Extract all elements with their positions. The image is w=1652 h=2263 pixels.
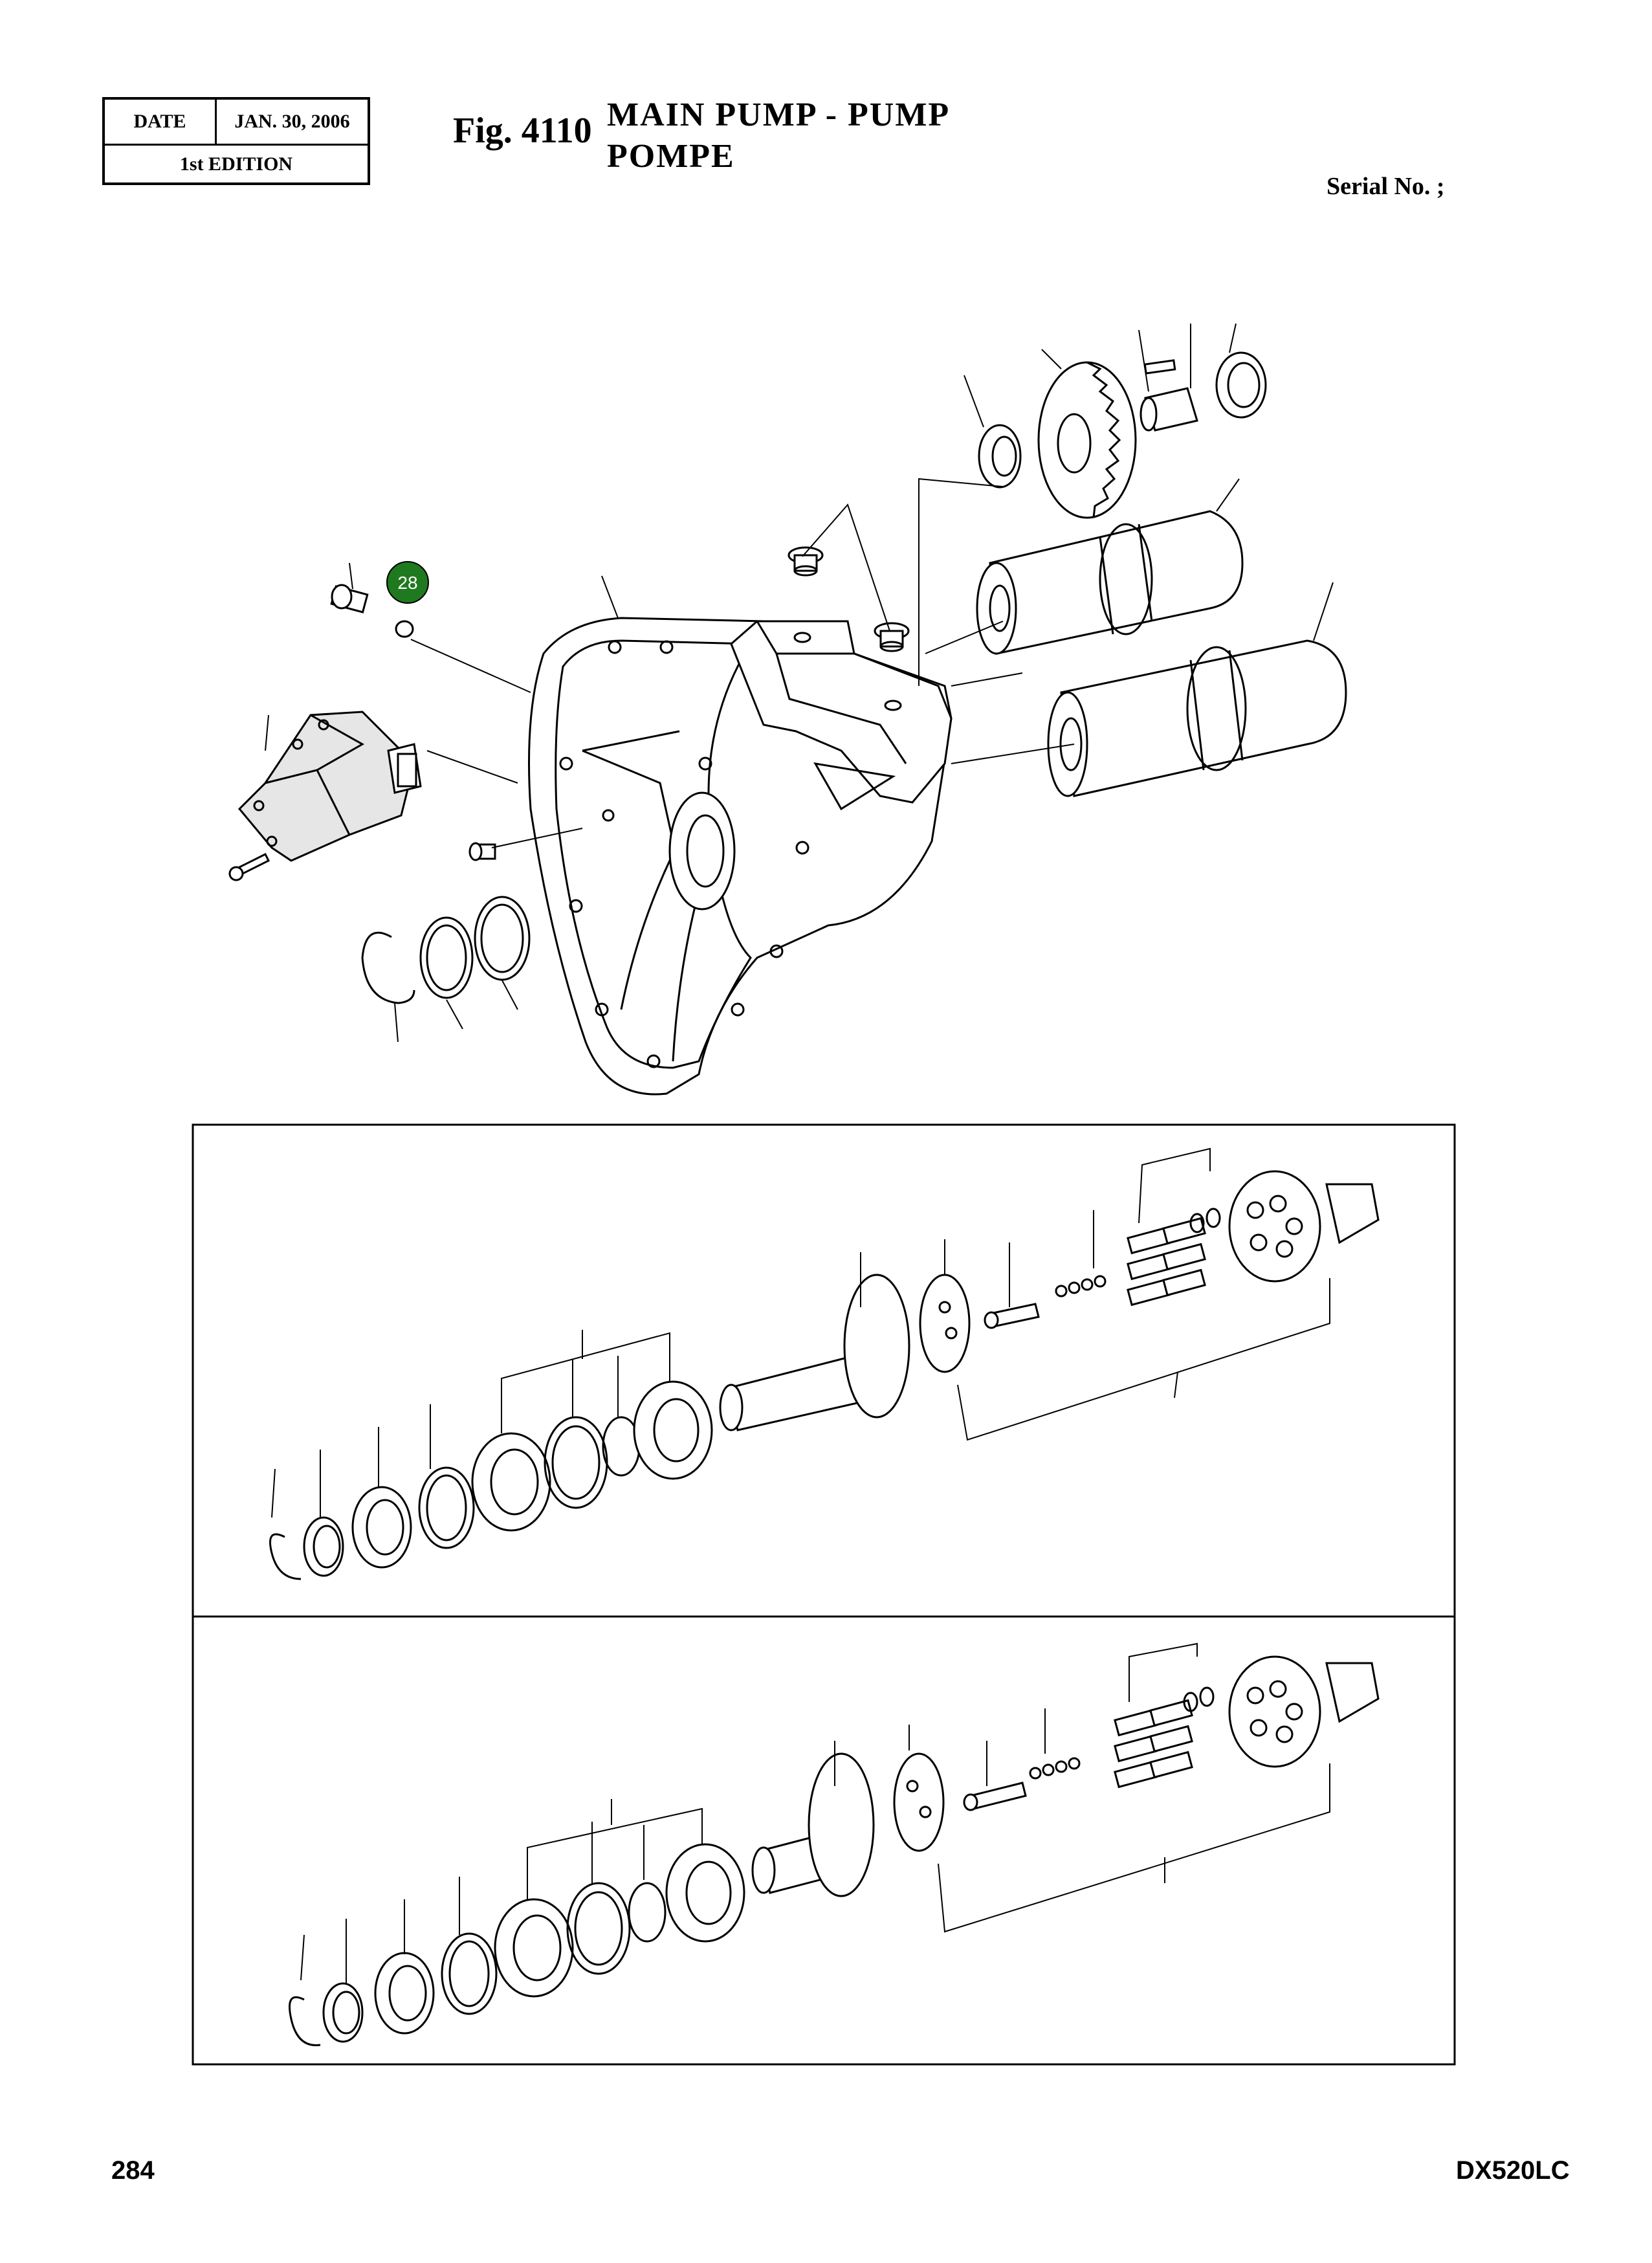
plug-top-2 (874, 622, 910, 652)
figure-title-fr: POMPE (607, 138, 735, 175)
callout-28: 28 (386, 561, 429, 604)
plug-housing (468, 842, 496, 861)
rear-pump-exploded (289, 1642, 1380, 2046)
rotating-group-upper (976, 510, 1244, 655)
piston-group-front (1127, 1217, 1206, 1307)
rotating-group-lower (1047, 639, 1347, 797)
gear-shaft (1140, 359, 1198, 432)
shim-ring-1 (419, 916, 474, 999)
page-number: 284 (111, 2156, 155, 2185)
plug-top-1 (787, 546, 824, 577)
pump-housing (528, 617, 953, 1096)
date-label: DATE (105, 100, 217, 144)
bolt-gear-pump (228, 852, 270, 881)
model-code: DX520LC (1456, 2156, 1570, 2185)
figure-title-en: MAIN PUMP - PUMP (607, 96, 951, 133)
detail-panel-rear-pump (192, 1615, 1456, 2066)
bolt-top-left (330, 584, 369, 613)
drive-gear (1037, 361, 1137, 519)
snap-ring (361, 931, 415, 1004)
edition-label: 1st EDITION (179, 153, 293, 175)
front-pump-exploded (269, 1147, 1380, 1580)
bearing-top-right (1215, 351, 1267, 419)
piston-group-rear (1114, 1699, 1193, 1789)
date-value: JAN. 30, 2006 (234, 111, 350, 132)
figure-number: Fig. 4110 (453, 111, 592, 151)
date-row: DATE JAN. 30, 2006 (105, 100, 368, 146)
gear-pump (237, 711, 422, 862)
serial-number-label: Serial No. ; (1327, 173, 1445, 200)
svg-text:28: 28 (397, 573, 417, 593)
shim-ring-2 (474, 896, 531, 981)
pump-housing-assembly (228, 323, 1347, 1096)
o-ring-part-28 (395, 620, 414, 638)
bearing-top (978, 424, 1022, 489)
edition-info-box: DATE JAN. 30, 2006 1st EDITION (102, 97, 370, 185)
